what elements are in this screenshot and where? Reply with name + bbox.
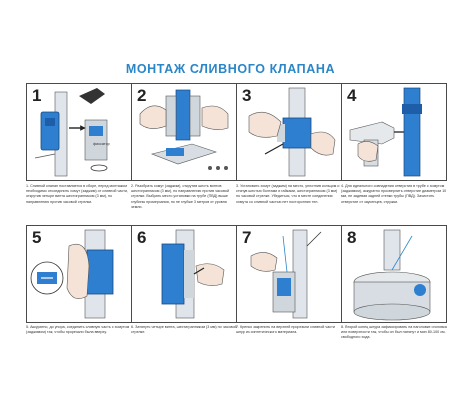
step-number: 3 <box>242 86 252 105</box>
page-title: МОНТАЖ СЛИВНОГО КЛАПАНА <box>125 62 336 76</box>
step-5-illustration: 5 <box>26 225 132 323</box>
step-number: 6 <box>137 228 147 247</box>
step-caption: 4. Для идеального совпадения отверстия в… <box>341 184 447 204</box>
step-caption: 7. Крепко закрепить на верхней прорезьпи… <box>236 325 335 335</box>
step-caption: 5. Аккуратно, до упора, соединить сливну… <box>26 325 130 335</box>
step-caption: 8. Второй конец шнура зафиксировать на н… <box>341 325 447 340</box>
step-8-illustration: 8 <box>341 225 447 323</box>
step-2-illustration: 2 <box>131 83 237 181</box>
step-number: 1 <box>32 86 42 105</box>
step-caption: 3. Установить хомут (заджим) на место, у… <box>236 184 340 204</box>
step-7-illustration: 7 <box>236 225 342 323</box>
step-6-illustration: 6 <box>131 225 237 323</box>
fixator-label: фиксатор <box>93 142 110 146</box>
step-number: 4 <box>347 86 357 105</box>
step-number: 5 <box>32 228 42 247</box>
step-number: 8 <box>347 228 357 247</box>
step-caption: 6. Затянуть четыре винта, шестигранником… <box>131 325 237 335</box>
step-caption: 2. Разобрать хомут (заджим), открутив ше… <box>131 184 230 209</box>
step-number: 2 <box>137 86 147 105</box>
step-1-illustration: 1 фиксатор <box>26 83 132 181</box>
step-4-illustration: 4 <box>341 83 447 181</box>
step-3-illustration: 3 <box>236 83 342 181</box>
step-caption: 1. Сливной клапан поставляется в сборе, … <box>26 184 129 204</box>
step-number: 7 <box>242 228 252 247</box>
